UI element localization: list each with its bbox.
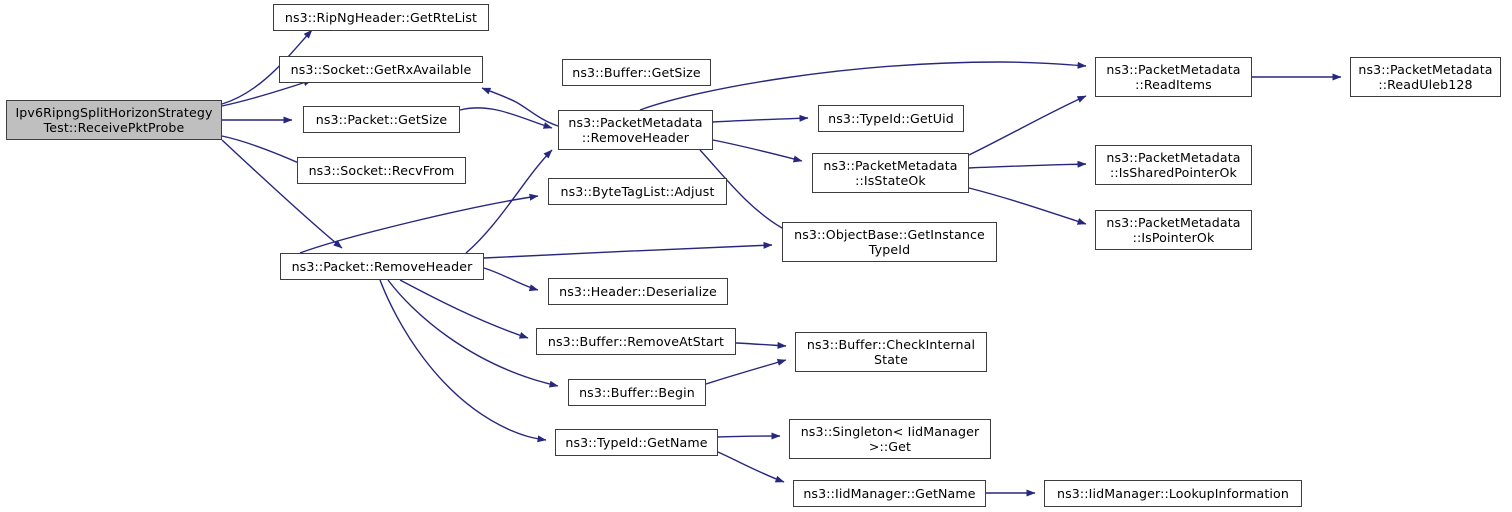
graph-node-root[interactable]: Ipv6RipngSplitHorizonStrategy Test::Rece… — [6, 100, 222, 140]
graph-node-readitems[interactable]: ns3::PacketMetadata ::ReadItems — [1095, 57, 1252, 97]
graph-edge-isstateok-to-isptrok — [968, 187, 1087, 225]
graph-edge-isstateok-to-issharedptrok — [968, 160, 1087, 169]
graph-edge-pktgetsize-to-pmremoveheader — [459, 107, 553, 129]
graph-edge-typeidgetname-to-singletonget — [717, 432, 781, 440]
graph-node-issharedptrok[interactable]: ns3::PacketMetadata ::IsSharedPointerOk — [1095, 145, 1252, 185]
graph-edge-isstateok-to-readitems — [968, 95, 1087, 156]
graph-node-isstateok[interactable]: ns3::PacketMetadata ::IsStateOk — [812, 153, 969, 193]
graph-edge-pmremoveheader-to-typeidgetuid — [712, 114, 809, 123]
graph-edge-pktremoveheader-to-bytetagadjust — [299, 193, 539, 254]
graph-node-typeidgetname[interactable]: ns3::TypeId::GetName — [555, 429, 718, 456]
graph-edge-pktremoveheader-to-headerdeser — [483, 267, 539, 292]
graph-edge-typeidgetname-to-iidgetname — [717, 451, 785, 483]
graph-edge-bufremoveatstart-to-checkinternal — [735, 341, 787, 349]
graph-node-headerdeser[interactable]: ns3::Header::Deserialize — [548, 278, 728, 305]
graph-edge-bufbegin-to-checkinternal — [705, 359, 787, 385]
graph-node-rtelist[interactable]: ns3::RipNgHeader::GetRteList — [273, 4, 489, 31]
graph-edge-pktremoveheader-to-getinstancetypeid — [483, 241, 773, 259]
graph-node-bytetagadjust[interactable]: ns3::ByteTagList::Adjust — [548, 178, 727, 205]
graph-edge-pktremoveheader-to-bufbegin — [387, 279, 559, 388]
graph-node-getinstancetypeid[interactable]: ns3::ObjectBase::GetInstance TypeId — [782, 222, 997, 262]
graph-node-recvfrom[interactable]: ns3::Socket::RecvFrom — [297, 157, 466, 184]
graph-edge-pktremoveheader-to-typeidgetname — [379, 279, 547, 443]
graph-edge-pktremoveheader-to-bufremoveatstart — [399, 279, 529, 339]
graph-edge-pmremoveheader-to-isstateok — [712, 139, 803, 163]
graph-node-pktgetsize[interactable]: ns3::Packet::GetSize — [303, 106, 460, 133]
graph-node-bufbegin[interactable]: ns3::Buffer::Begin — [568, 379, 706, 406]
graph-node-lookupinfo[interactable]: ns3::IidManager::LookupInformation — [1044, 480, 1302, 507]
graph-node-bufgetsize[interactable]: ns3::Buffer::GetSize — [562, 59, 711, 86]
graph-node-bufremoveatstart[interactable]: ns3::Buffer::RemoveAtStart — [536, 328, 736, 355]
graph-node-checkinternal[interactable]: ns3::Buffer::CheckInternal State — [795, 332, 987, 372]
graph-node-typeidgetuid[interactable]: ns3::TypeId::GetUid — [818, 105, 964, 132]
graph-node-isptrok[interactable]: ns3::PacketMetadata ::IsPointerOk — [1095, 210, 1252, 250]
graph-node-rxavail[interactable]: ns3::Socket::GetRxAvailable — [279, 56, 483, 83]
graph-node-pktremoveheader[interactable]: ns3::Packet::RemoveHeader — [280, 253, 484, 280]
graph-edge-pmremoveheader-to-bufgetsize — [481, 87, 559, 127]
graph-node-singletonget[interactable]: ns3::Singleton< IidManager >::Get — [789, 419, 991, 459]
graph-edge-pktremoveheader-to-pmremoveheader — [465, 149, 553, 254]
graph-edge-root-to-rxavail — [221, 79, 313, 107]
graph-node-readuleb[interactable]: ns3::PacketMetadata ::ReadUleb128 — [1350, 57, 1501, 97]
graph-node-pmremoveheader[interactable]: ns3::PacketMetadata ::RemoveHeader — [558, 110, 713, 150]
graph-node-iidgetname[interactable]: ns3::IidManager::GetName — [793, 480, 986, 507]
